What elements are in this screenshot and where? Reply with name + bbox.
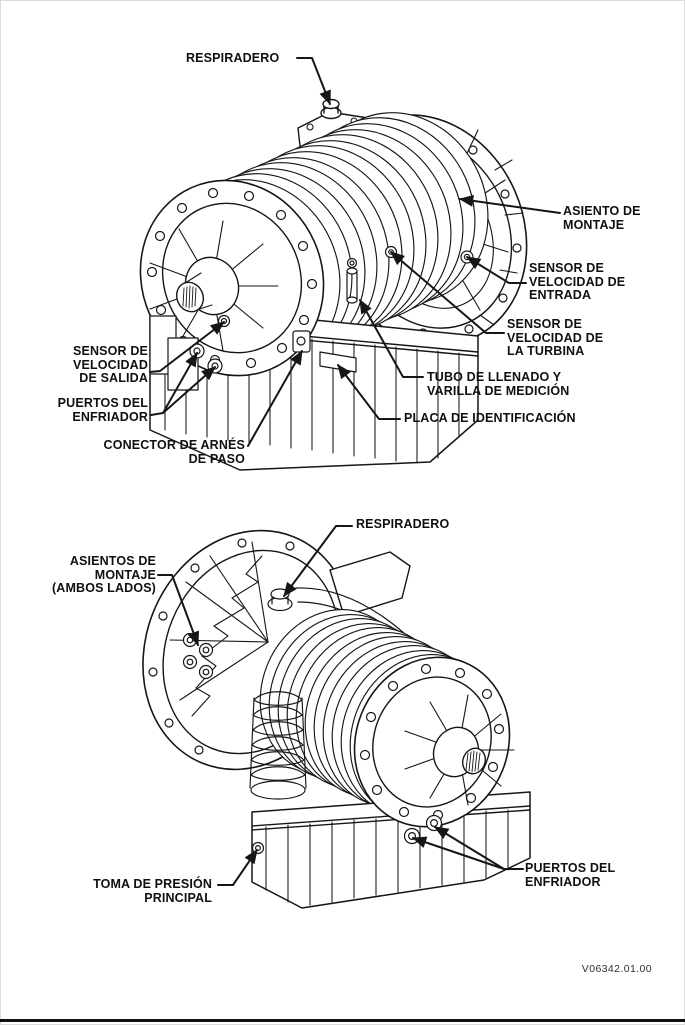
output-flange-bottom bbox=[353, 656, 515, 828]
breather-top bbox=[320, 98, 342, 120]
cooler-ports-bottom bbox=[403, 814, 443, 845]
leader-lines-top bbox=[149, 57, 561, 447]
oil-pan-bottom bbox=[251, 791, 531, 909]
callout-respiradero-bottom: RESPIRADERO bbox=[356, 517, 450, 531]
callout-asiento-montaje: ASIENTO DE MONTAJE bbox=[563, 204, 641, 232]
callout-conector-arnes: CONECTOR DE ARNÉS DE PASO bbox=[103, 438, 245, 466]
pressure-tap-bottom bbox=[251, 841, 265, 855]
callout-toma-presion: TOMA DE PRESIÓN PRINCIPAL bbox=[93, 877, 212, 905]
bottom-transmission-drawing bbox=[142, 529, 531, 909]
leader-lines-bottom bbox=[157, 525, 524, 886]
callout-puertos-enfriador-bottom: PUERTOS DEL ENFRIADOR bbox=[525, 861, 616, 889]
callout-tubo-llenado: TUBO DE LLENADO Y VARILLA DE MEDICIÓN bbox=[427, 370, 570, 398]
breather-bottom bbox=[267, 588, 293, 612]
callout-respiradero-top: RESPIRADERO bbox=[186, 51, 280, 65]
figure-code: V06342.01.00 bbox=[581, 963, 652, 975]
callout-sensor-velocidad-turbina: SENSOR DE VELOCIDAD DE LA TURBINA bbox=[507, 317, 604, 358]
callout-puertos-enfriador-top: PUERTOS DEL ENFRIADOR bbox=[57, 396, 148, 424]
dipstick-top bbox=[346, 257, 358, 304]
callout-sensor-velocidad-salida: SENSOR DE VELOCIDAD DE SALIDA bbox=[73, 344, 148, 385]
page-bottom-rule bbox=[0, 1019, 685, 1022]
bellows-bottom bbox=[249, 691, 307, 800]
callout-sensor-velocidad-entrada: SENSOR DE VELOCIDAD DE ENTRADA bbox=[529, 261, 626, 302]
front-flange-top bbox=[139, 179, 325, 377]
callout-asientos-montaje: ASIENTOS DE MONTAJE (AMBOS LADOS) bbox=[51, 554, 156, 595]
top-transmission-drawing bbox=[139, 98, 528, 471]
callout-placa-identificacion: PLACA DE IDENTIFICACIÓN bbox=[404, 411, 576, 425]
